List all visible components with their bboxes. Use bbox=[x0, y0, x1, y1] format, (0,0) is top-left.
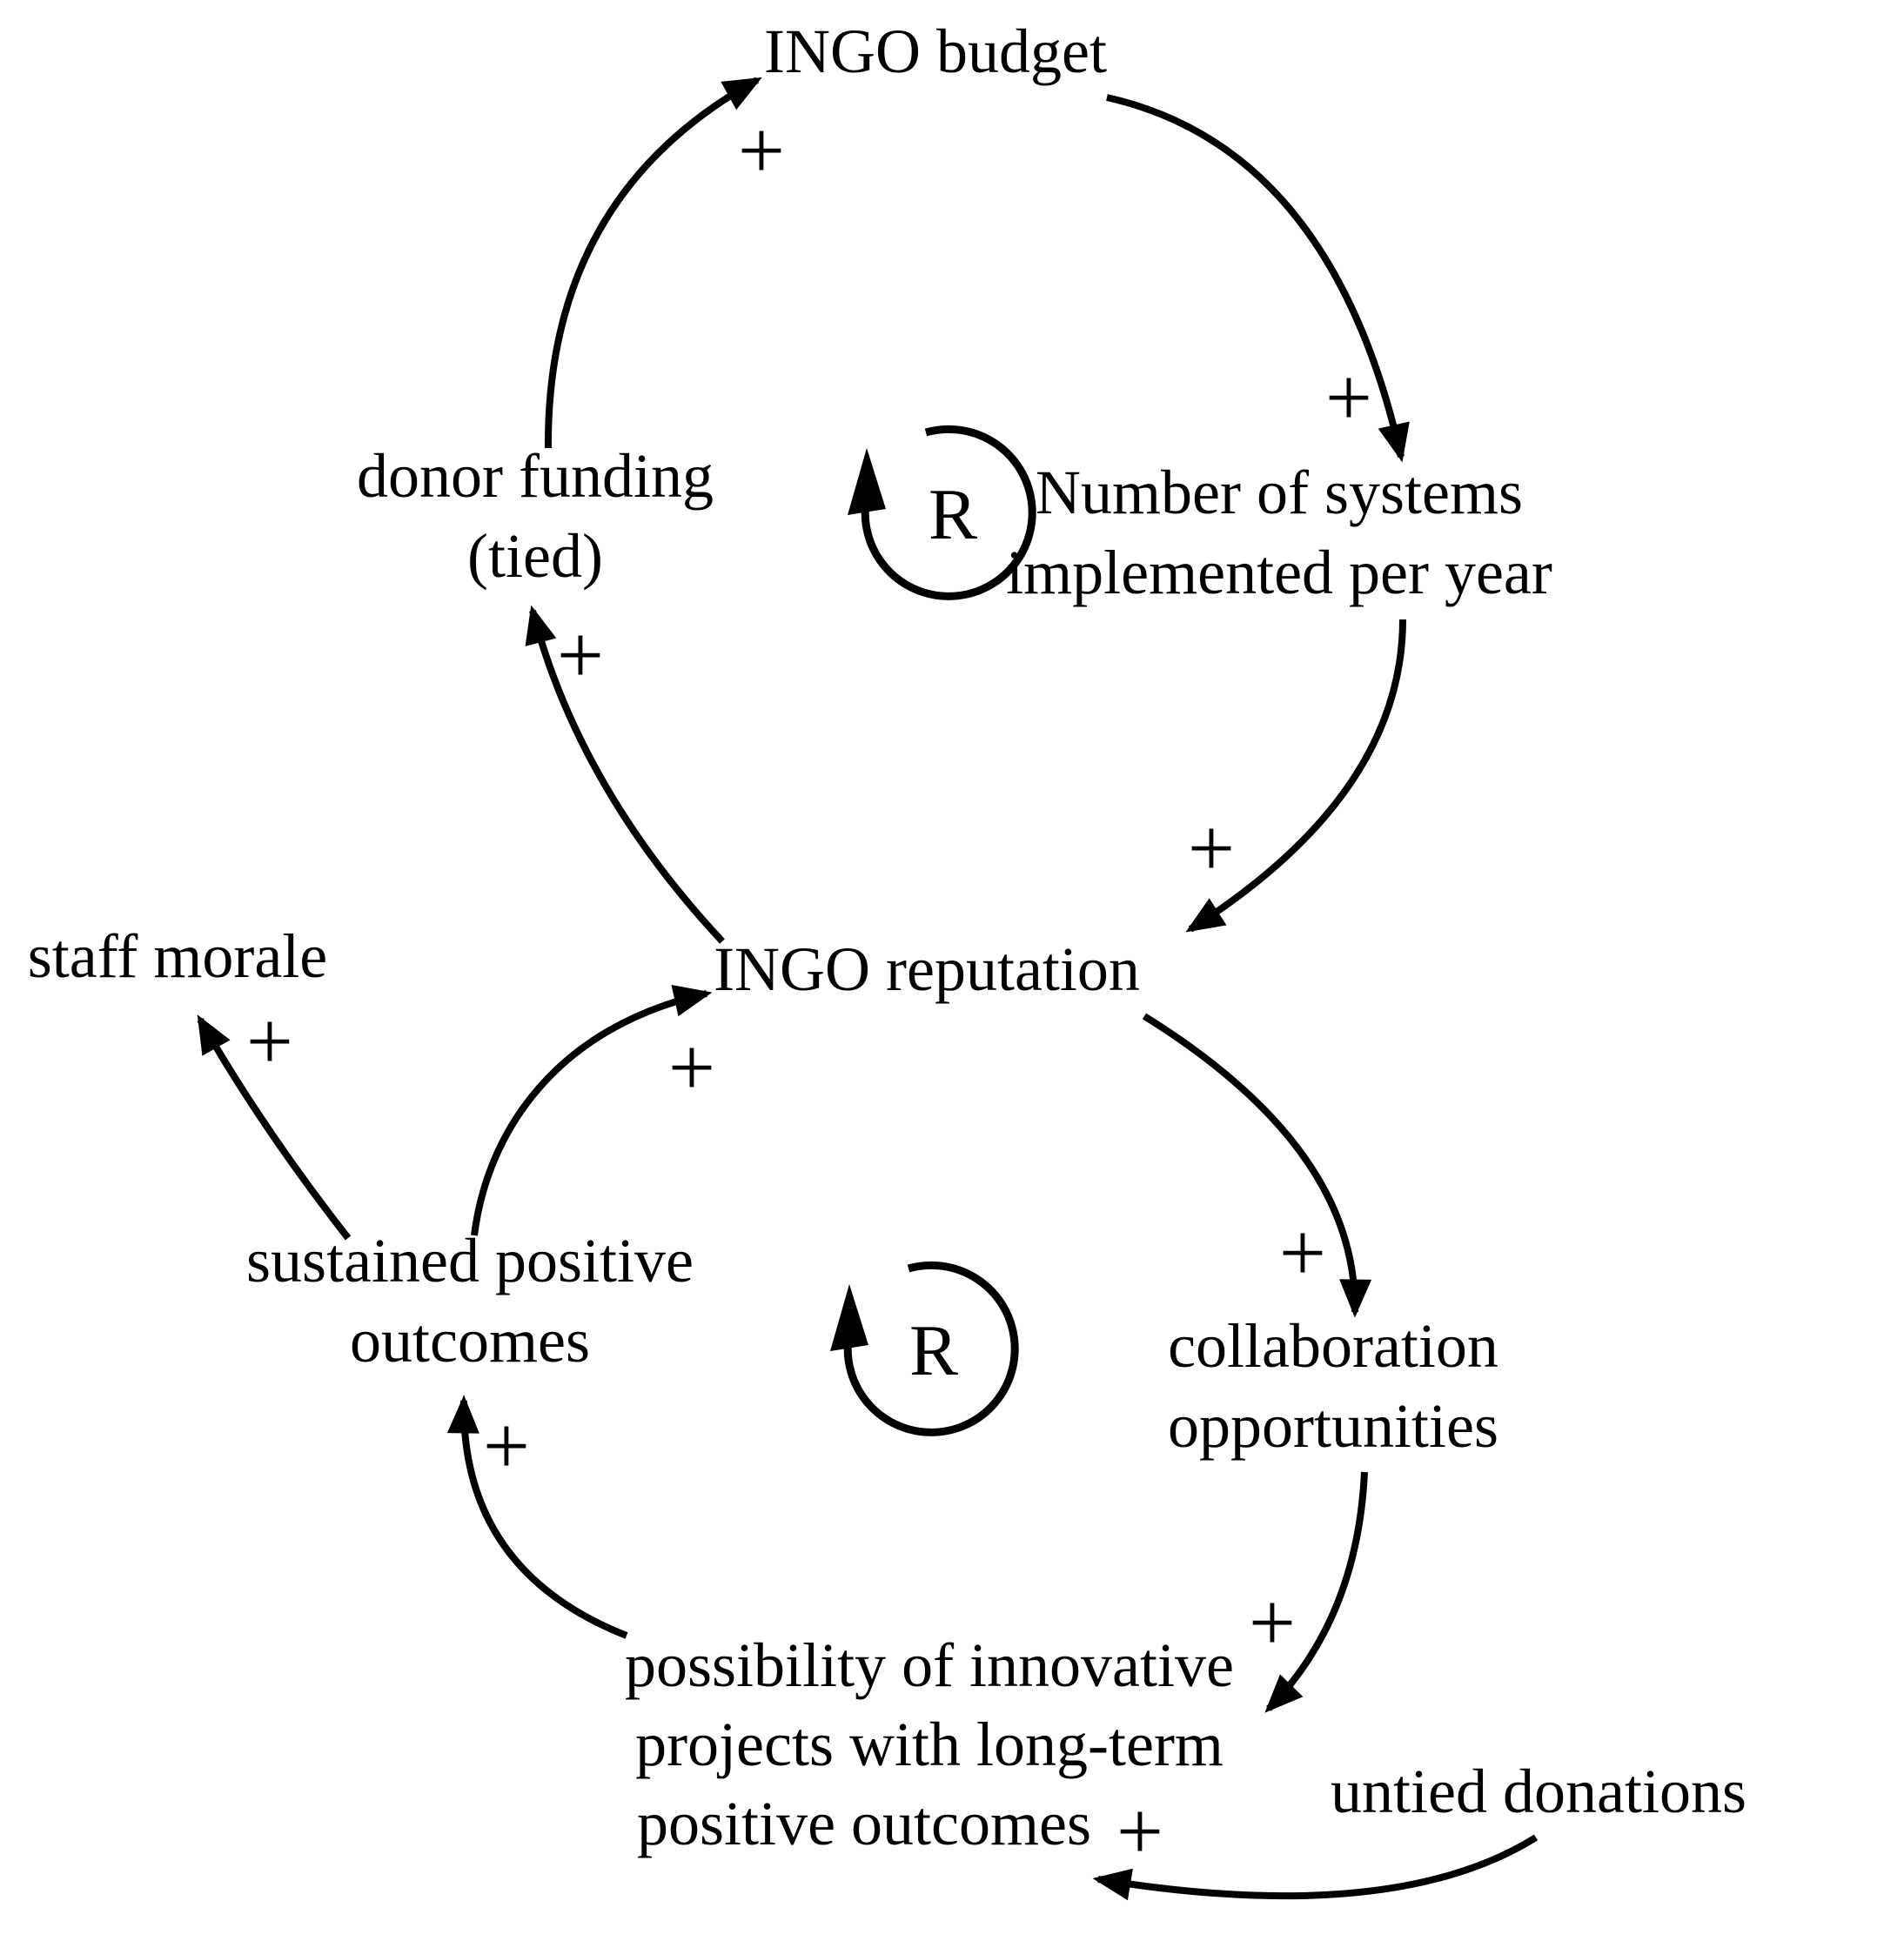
arrow-possibility-to-sustained-outcomes bbox=[446, 1395, 628, 1639]
arrow-ingo-reputation-to-collaboration bbox=[1142, 1013, 1372, 1318]
node-systems-per-year-line2: implemented per year bbox=[1006, 538, 1552, 607]
arrow-systems-to-ingo-reputation bbox=[1185, 619, 1406, 933]
arrow-ingo-budget-to-systems bbox=[1106, 94, 1410, 463]
node-donor-funding-line1: donor funding bbox=[357, 441, 714, 511]
polarity-donor-to-budget: + bbox=[737, 104, 786, 197]
node-donor-funding: donor funding (tied) bbox=[357, 436, 714, 596]
node-collaboration-line2: opportunities bbox=[1168, 1391, 1498, 1461]
polarity-untied-to-possibility: + bbox=[1116, 1784, 1164, 1877]
polarity-possibility-to-sustained: + bbox=[482, 1399, 531, 1492]
node-collaboration: collaboration opportunities bbox=[1168, 1306, 1498, 1466]
loop-label-bottom: R bbox=[908, 1310, 959, 1391]
loop-arrowhead-top-icon bbox=[848, 448, 886, 515]
polarity-reputation-to-collaboration: + bbox=[1278, 1206, 1327, 1299]
arrow-collaboration-to-possibility bbox=[1264, 1471, 1368, 1713]
arrow-ingo-reputation-to-donor-funding bbox=[525, 605, 725, 944]
polarity-reputation-to-donor: + bbox=[556, 608, 605, 701]
node-staff-morale: staff morale bbox=[27, 921, 328, 991]
arrow-sustained-outcomes-to-ingo-reputation bbox=[471, 985, 713, 1236]
node-possibility-line2: projects with long-term bbox=[635, 1710, 1224, 1779]
node-sustained-outcomes-line1: sustained positive bbox=[246, 1226, 694, 1295]
node-systems-per-year-line1: Number of systems bbox=[1036, 458, 1523, 527]
loop-circle-top-icon bbox=[861, 425, 1036, 600]
node-collaboration-line1: collaboration bbox=[1168, 1311, 1498, 1381]
loop-circle-bottom-icon bbox=[843, 1261, 1019, 1436]
node-ingo-reputation: INGO reputation bbox=[714, 934, 1140, 1004]
arrow-untied-donations-to-possibility bbox=[1092, 1834, 1539, 1901]
node-sustained-outcomes-line2: outcomes bbox=[350, 1306, 590, 1375]
node-ingo-budget: INGO budget bbox=[764, 17, 1107, 86]
node-sustained-outcomes: sustained positive outcomes bbox=[246, 1221, 694, 1381]
arrow-donor-funding-to-ingo-budget bbox=[544, 77, 762, 449]
polarity-sustained-to-staff-morale: + bbox=[245, 994, 294, 1088]
node-donor-funding-line2: (tied) bbox=[467, 521, 603, 591]
node-systems-per-year: Number of systems implemented per year bbox=[1006, 452, 1552, 612]
node-possibility-line3: positive outcomes bbox=[637, 1789, 1091, 1858]
arrow-sustained-outcomes-to-staff-morale bbox=[197, 1014, 352, 1241]
loop-arrowhead-bottom-icon bbox=[830, 1284, 868, 1351]
loop-label-top: R bbox=[928, 474, 978, 555]
polarity-budget-to-systems: + bbox=[1324, 351, 1373, 444]
node-untied-donations: untied donations bbox=[1331, 1757, 1746, 1826]
polarity-sustained-to-reputation: + bbox=[667, 1021, 716, 1114]
polarity-systems-to-reputation: + bbox=[1187, 801, 1236, 894]
node-possibility-line1: possibility of innovative bbox=[625, 1630, 1234, 1700]
polarity-collaboration-to-possibility: + bbox=[1248, 1576, 1297, 1669]
